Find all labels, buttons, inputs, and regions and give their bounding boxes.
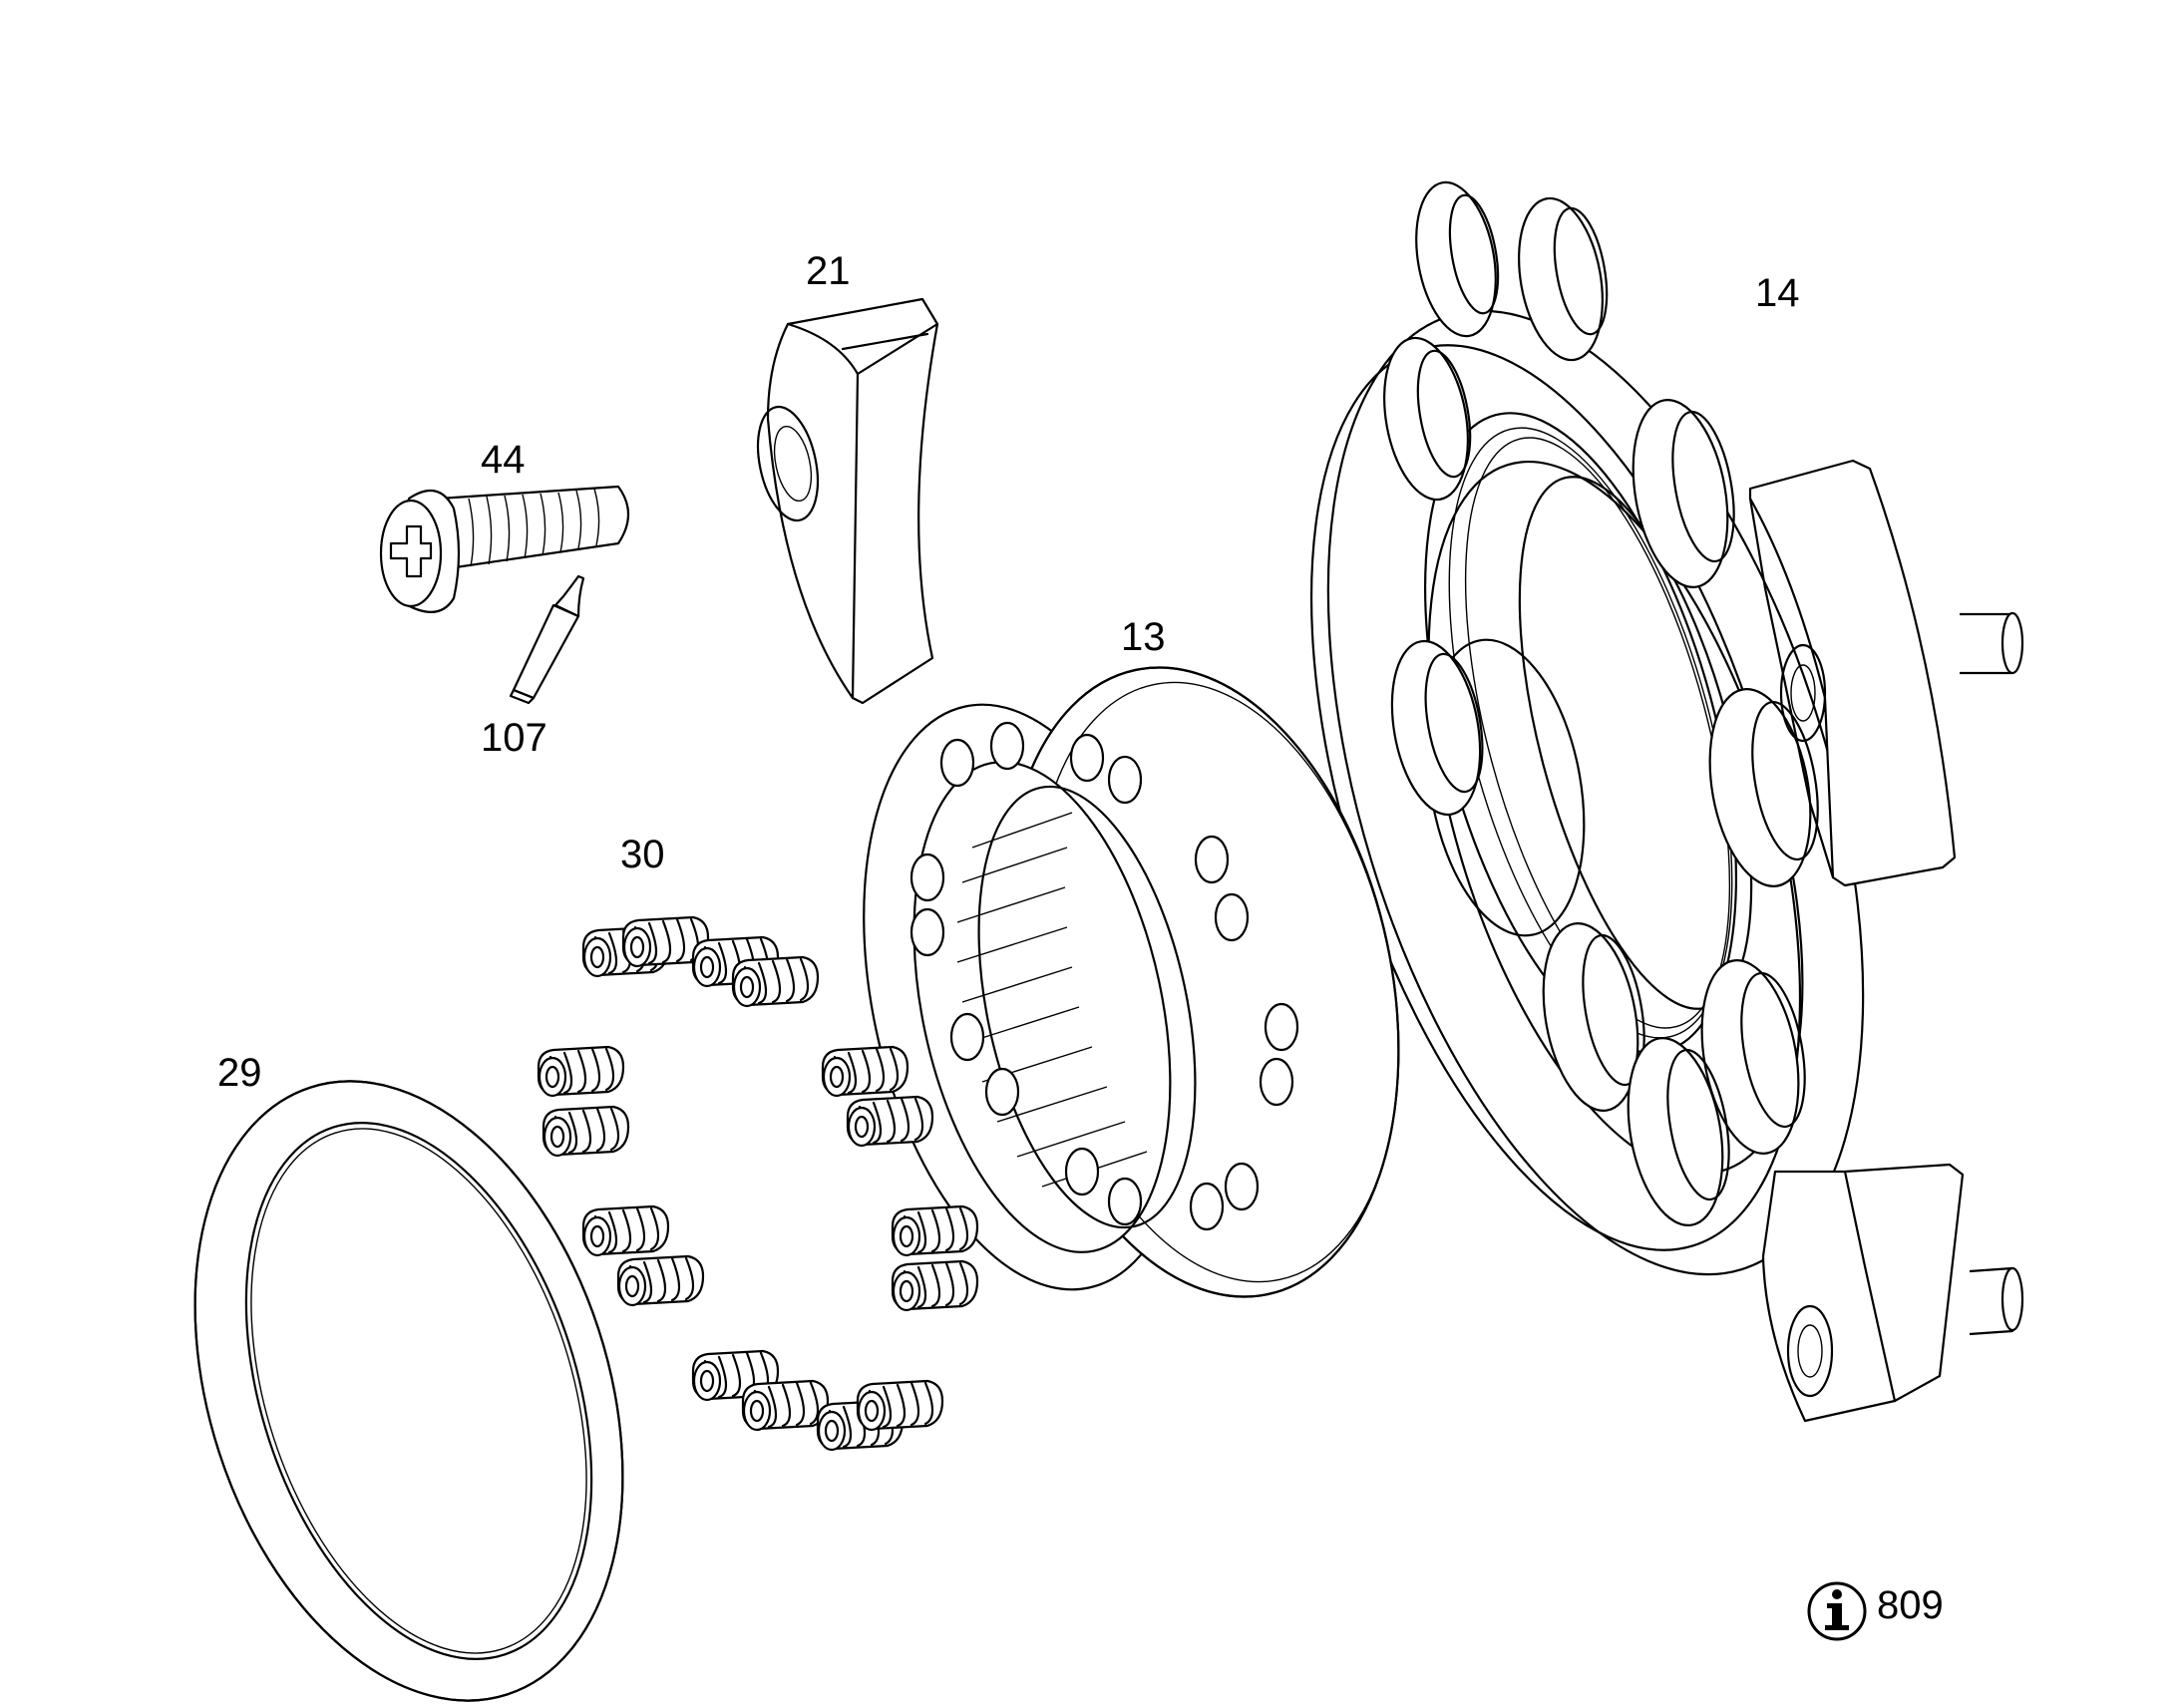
part-label-13: 13	[1121, 615, 1166, 659]
info-icon-spacer	[1805, 1601, 1869, 1611]
part-44-screw	[379, 485, 629, 613]
part-44-thread	[468, 488, 600, 567]
part-13-internal-splines	[956, 812, 1148, 1188]
info-icon	[1807, 1581, 1867, 1641]
info-reference: 809	[1805, 1583, 1944, 1628]
part-107-adhesive-tube	[509, 574, 585, 705]
part-label-44: 44	[481, 438, 526, 482]
part-label-30: 30	[620, 833, 665, 876]
part-14-lower-mounting-block	[1761, 1163, 2024, 1423]
info-reference-number: 809	[1877, 1583, 1944, 1627]
part-label-29: 29	[217, 1051, 262, 1095]
part-label-107: 107	[481, 716, 547, 760]
part-13-rollers	[909, 721, 1299, 1231]
spring-group-1	[581, 915, 710, 978]
part-14-backing-plate	[1309, 180, 2024, 1423]
part-21-shoe	[756, 297, 939, 705]
part-label-21: 21	[806, 249, 851, 293]
part-13-roller-ring	[863, 666, 1400, 1298]
part-label-14: 14	[1755, 271, 1800, 315]
part-14-upper-mounting-block	[1748, 459, 2024, 887]
part-14-spring-pockets	[1383, 180, 1819, 1226]
part-29-ring	[193, 1080, 624, 1702]
